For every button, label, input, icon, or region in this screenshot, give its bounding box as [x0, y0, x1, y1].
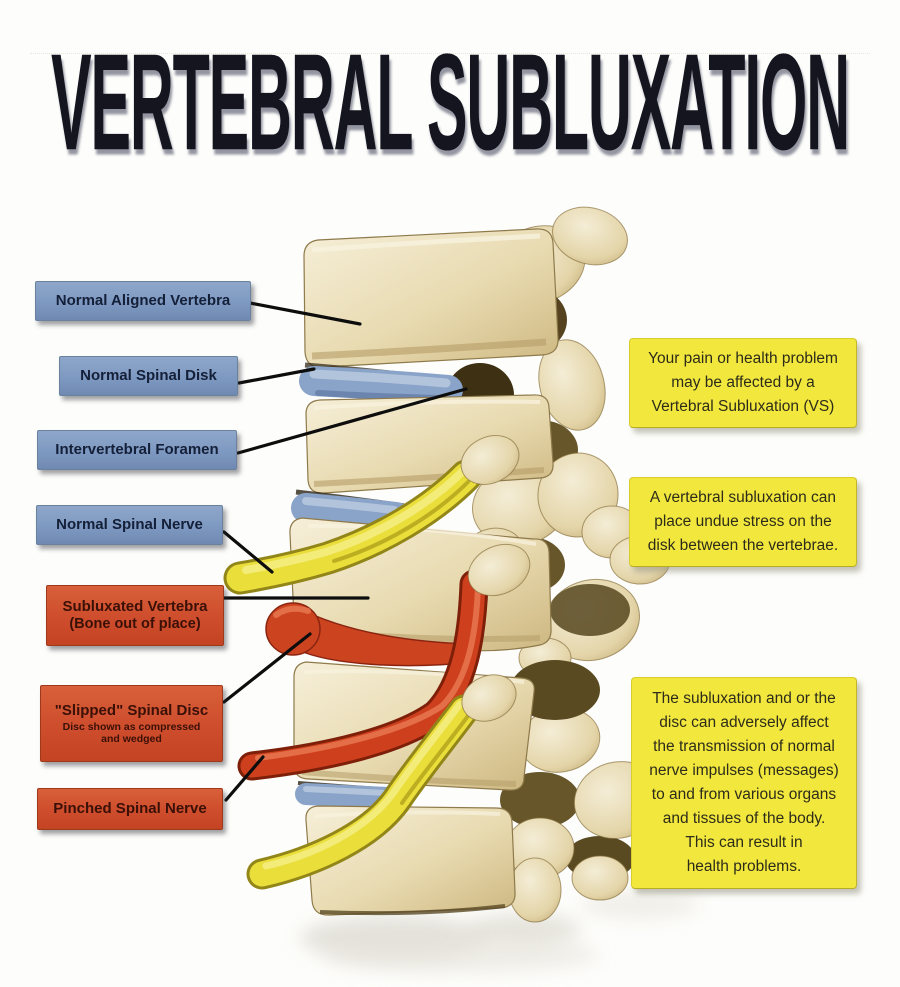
callout-text: Your pain or health problem may be affec…	[648, 350, 838, 416]
pinched-spinal-nerve-graphic	[237, 569, 489, 781]
label-normal-aligned-vertebra: Normal Aligned Vertebra	[35, 281, 251, 321]
label-subluxated-vertebra: Subluxated Vertebra (Bone out of place)	[46, 585, 224, 646]
label-text: Normal Aligned Vertebra	[55, 291, 231, 309]
normal-spinal-nerve-graphic	[223, 459, 483, 595]
title-bar: VERTEBRAL SUBLUXATION	[0, 28, 900, 178]
label-normal-spinal-disk: Normal Spinal Disk	[59, 356, 238, 396]
label-normal-spinal-nerve: Normal Spinal Nerve	[36, 505, 223, 545]
leader-line-slipped-spinal-disc	[222, 632, 312, 704]
callout-undue-stress: A vertebral subluxation can place undue …	[629, 477, 857, 568]
scan-artifact-line	[30, 53, 870, 54]
label-subtext: Disc shown as compressed and wedged	[62, 721, 201, 746]
label-text: Pinched Spinal Nerve	[53, 799, 207, 817]
callout-text: The subluxation and or the disc can adve…	[649, 689, 839, 876]
lower-spinal-nerve-graphic	[246, 694, 480, 890]
label-text: Normal Spinal Disk	[80, 366, 217, 384]
callout-text: A vertebral subluxation can place undue …	[647, 489, 839, 555]
label-text: Subluxated Vertebra	[62, 598, 208, 616]
callout-nerve-impulses: The subluxation and or the disc can adve…	[631, 677, 857, 889]
vertebra-body-2	[305, 394, 554, 494]
spinal-disc-1	[299, 362, 463, 405]
page-title: VERTEBRAL SUBLUXATION	[51, 26, 850, 180]
slipped-disc-graphic	[265, 602, 475, 667]
label-slipped-spinal-disc: "Slipped" Spinal Disc Disc shown as comp…	[40, 685, 223, 762]
label-pinched-spinal-nerve: Pinched Spinal Nerve	[37, 788, 223, 830]
vertebra-body-1	[303, 228, 559, 368]
callout-pain-health: Your pain or health problem may be affec…	[629, 338, 857, 429]
label-subtext: (Bone out of place)	[69, 616, 201, 633]
label-text: Normal Spinal Nerve	[56, 515, 203, 533]
spinal-disc-2	[291, 489, 411, 532]
leader-line-pinched-spinal-nerve	[224, 755, 265, 802]
leader-lines	[222, 301, 468, 802]
leader-line-normal-spinal-disk	[237, 367, 316, 385]
leader-line-intervertebral-foramen	[236, 387, 468, 455]
label-text: Intervertebral Foramen	[55, 440, 219, 458]
spinal-disc-3	[295, 781, 399, 809]
label-text: "Slipped" Spinal Disc	[54, 701, 209, 719]
ground-shadow	[300, 891, 700, 973]
leader-line-normal-aligned-vertebra	[248, 301, 362, 326]
leader-line-normal-spinal-nerve	[222, 530, 274, 574]
facet-knobs	[460, 435, 531, 722]
label-intervertebral-foramen: Intervertebral Foramen	[37, 430, 237, 470]
